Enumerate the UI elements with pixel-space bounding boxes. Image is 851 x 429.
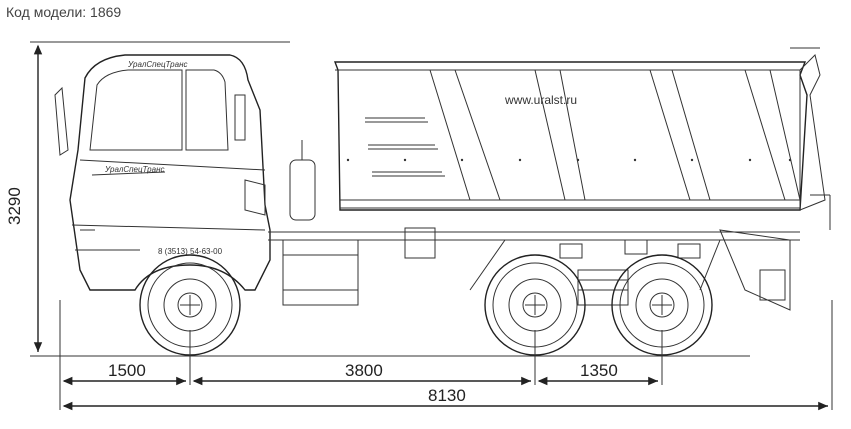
height-dimension: 3290	[5, 41, 290, 357]
height-value: 3290	[5, 187, 24, 225]
chassis-components	[268, 140, 800, 311]
rear-axle-spacing-value: 1350	[580, 361, 618, 380]
front-overhang-value: 1500	[108, 361, 146, 380]
dump-body	[333, 47, 831, 230]
total-length-value: 8130	[428, 386, 466, 405]
brand-logo-top: УралСпецТранс	[127, 60, 187, 69]
cab	[54, 54, 271, 291]
front-overhang-dimension: 1500	[62, 361, 186, 386]
rear-axle-spacing-dimension: 1350	[537, 361, 658, 386]
website-label: www.uralst.ru	[504, 93, 577, 107]
wheelbase-value: 3800	[345, 361, 383, 380]
brand-logo-door: УралСпецТранс	[104, 165, 164, 174]
phone-label: 8 (3513) 54-63-00	[158, 247, 223, 256]
total-length-dimension: 8130	[62, 386, 828, 411]
wheelbase-dimension: 3800	[192, 361, 531, 386]
model-code-label: Код модели: 1869	[6, 4, 122, 20]
